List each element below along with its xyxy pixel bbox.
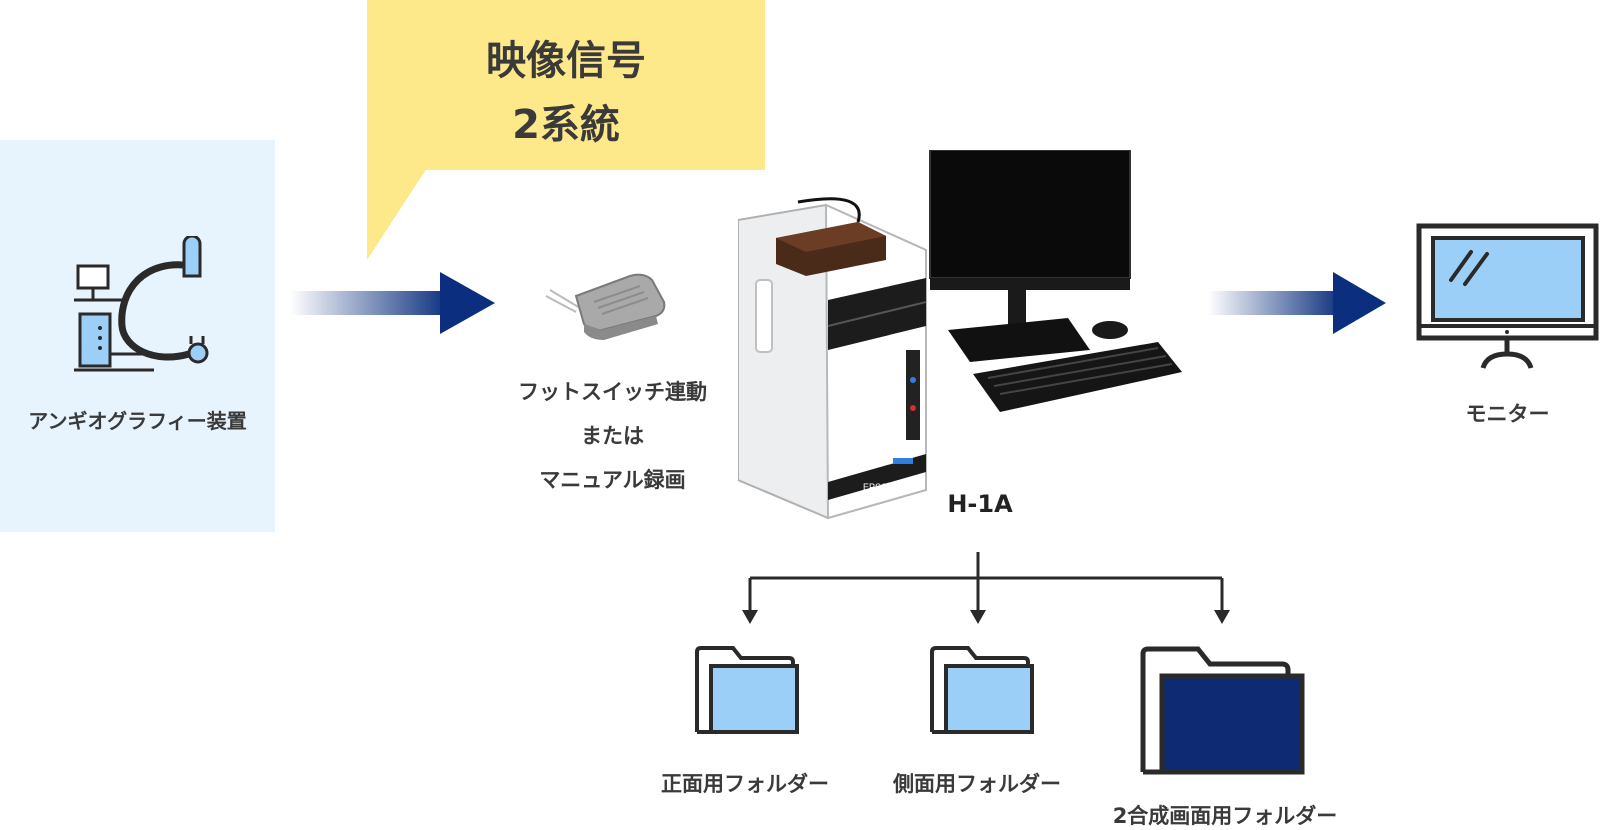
folder-side-label: 側面用フォルダー: [893, 772, 1061, 796]
folder-combined-label: 2合成画面用フォルダー: [1112, 804, 1338, 828]
pc-workstation-icon: EPSON: [738, 150, 1182, 520]
folder-front-icon: [695, 646, 799, 734]
callout-title-line2: 2系統: [512, 102, 620, 148]
monitor-icon: [1416, 223, 1599, 369]
folder-branch-lines: [742, 552, 1230, 624]
foot-switch-label-line3: マニュアル録画: [539, 468, 686, 492]
folder-combined-icon: [1140, 646, 1305, 775]
pc-brand-label: EPSON: [863, 482, 895, 492]
recorder-label: H-1A: [947, 490, 1013, 518]
callout-title-line1: 映像信号: [486, 38, 646, 84]
source-device-panel: アンギオグラフィー装置: [0, 140, 275, 532]
foot-switch-label-line1: フットスイッチ連動: [518, 380, 707, 404]
folder-front-label: 正面用フォルダー: [661, 772, 829, 796]
angiography-device-icon: [74, 236, 209, 372]
callout-tail: [367, 168, 427, 260]
foot-switch-label-line2: または: [581, 424, 644, 448]
source-device-label: アンギオグラフィー装置: [28, 409, 247, 433]
signal-callout: [367, 0, 765, 170]
foot-switch-icon: [545, 273, 666, 340]
flow-arrow-right-2: [1208, 272, 1386, 334]
folder-side-icon: [930, 646, 1034, 734]
flow-arrow-right-1: [290, 272, 495, 334]
monitor-label: モニター: [1465, 402, 1550, 426]
